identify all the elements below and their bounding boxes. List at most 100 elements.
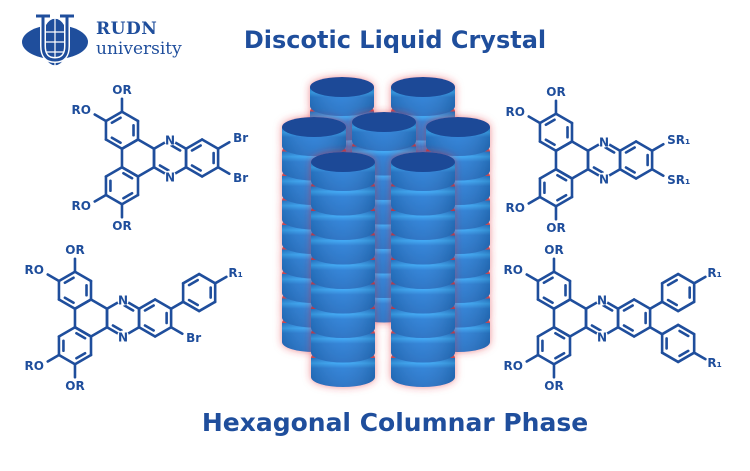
bond (184, 138, 204, 151)
bond (570, 140, 590, 153)
r1-bond (692, 275, 707, 285)
bond (57, 298, 77, 311)
substituent-label: OR (544, 379, 563, 393)
aryl-bond (648, 300, 664, 311)
bond (104, 138, 124, 151)
bond (120, 165, 140, 178)
substituent-bond (169, 325, 184, 336)
bond (57, 353, 77, 366)
bond (104, 165, 124, 178)
double-bond (542, 296, 554, 305)
substituent-label: Br (233, 131, 248, 145)
disk-top (282, 117, 346, 137)
atom-mask (164, 170, 177, 183)
bond (568, 298, 588, 311)
bond (676, 351, 696, 364)
r1-bond (213, 275, 228, 285)
substituent-label: Br (186, 331, 201, 345)
bond (89, 325, 109, 338)
disk-side-shade (311, 309, 375, 338)
bond (538, 112, 558, 125)
double-bond (111, 324, 123, 332)
bond (181, 300, 201, 313)
disk-top (311, 152, 375, 172)
bond (104, 193, 124, 206)
phase-caption: Hexagonal Columnar Phase (201, 408, 589, 437)
nitrogen-label: N (597, 294, 607, 308)
bond (554, 140, 574, 153)
double-bond (666, 278, 679, 287)
substituent-bond (46, 353, 61, 363)
disk-side-shade (391, 284, 455, 314)
double-bond (187, 278, 200, 287)
substituent-label: OR (65, 243, 84, 257)
disk (310, 77, 374, 116)
substituent-label: RO (503, 359, 522, 373)
bond (137, 325, 157, 338)
double-bond (122, 191, 134, 200)
bond (536, 353, 556, 366)
nitrogen-label: N (118, 294, 128, 308)
aryl-bond (169, 300, 185, 311)
nitrogen-label: N (599, 173, 609, 187)
nitrogen-label: N (118, 331, 128, 345)
disk-side-shade (311, 358, 375, 387)
column (391, 152, 455, 387)
bond (536, 270, 556, 283)
double-bond (544, 138, 556, 147)
disk-top (391, 77, 455, 97)
disk-top (426, 117, 490, 137)
disk-side-shade (391, 309, 455, 338)
bond (136, 138, 156, 151)
substituent-bond (650, 167, 665, 178)
bond (536, 298, 556, 311)
disk-side-shade (391, 186, 455, 216)
bond (57, 270, 77, 283)
substituent-label: OR (546, 221, 565, 235)
bond (676, 300, 696, 313)
double-bond (158, 164, 170, 172)
double-bond (554, 351, 566, 360)
disk-side-shade (311, 211, 375, 240)
substituent-label: RO (24, 263, 43, 277)
disk (282, 117, 346, 156)
bond (89, 298, 109, 311)
double-bond (75, 331, 87, 340)
bond (616, 325, 636, 338)
double-bond (556, 193, 568, 202)
bond (634, 140, 654, 153)
r1-label: R₁ (228, 266, 243, 280)
bond (73, 298, 93, 311)
bond (618, 167, 638, 180)
substituent-bond (650, 142, 665, 153)
double-bond (187, 298, 200, 307)
substituent-label: RO (503, 263, 522, 277)
bond (197, 272, 217, 285)
r1-label: R₁ (707, 356, 722, 370)
bond (554, 167, 574, 180)
double-bond (122, 171, 134, 180)
disk-side-shade (391, 235, 455, 265)
double-bond (622, 324, 634, 332)
substituent-label: OR (544, 243, 563, 257)
double-bond (190, 144, 202, 152)
double-bond (624, 146, 636, 154)
column (311, 152, 375, 387)
substituent-label: OR (65, 379, 84, 393)
bond (676, 272, 696, 285)
substituent-bond (527, 195, 542, 205)
disk (352, 112, 416, 151)
substituent-bond (216, 140, 231, 151)
atom-mask (164, 133, 177, 146)
globe-lines (41, 18, 69, 66)
double-bond (143, 304, 155, 312)
bond (153, 325, 173, 338)
atom-mask (598, 135, 611, 148)
bond (181, 272, 201, 285)
double-bond (110, 116, 122, 125)
double-bond (63, 276, 75, 285)
